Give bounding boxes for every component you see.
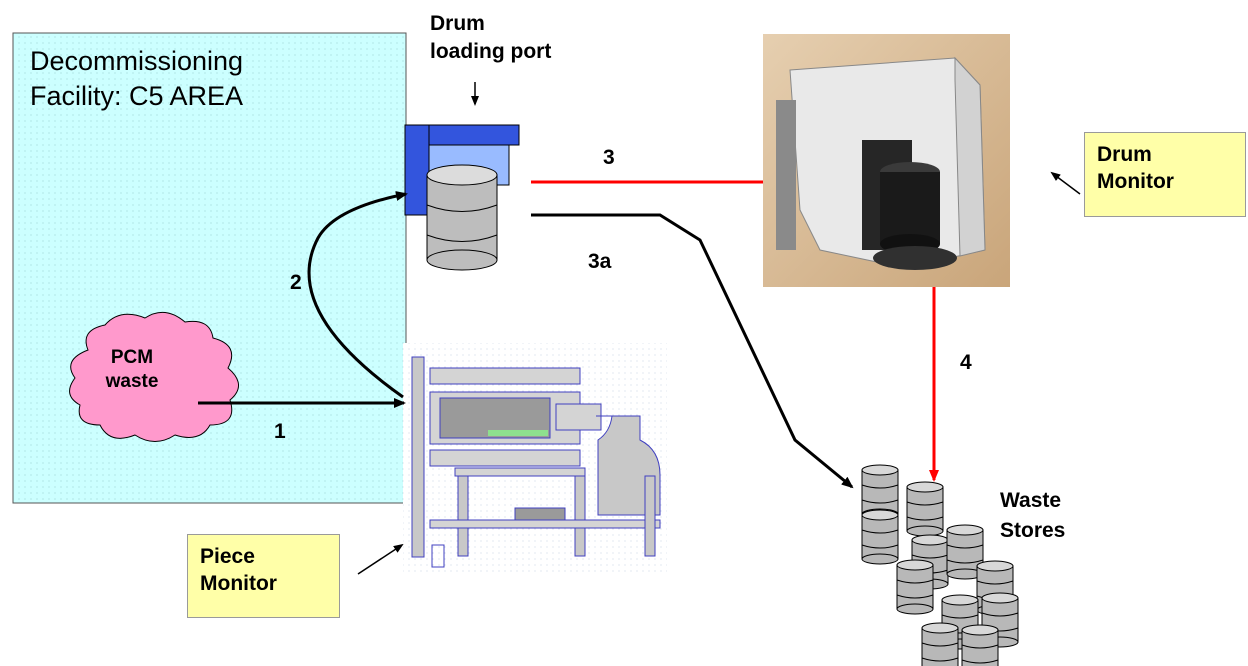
waste-stores-line1: Waste [1000, 489, 1062, 512]
piece-monitor-line1: Piece [200, 545, 255, 568]
piece-monitor-callout: Piece Monitor [187, 534, 340, 618]
step-3a-label: 3a [588, 250, 612, 273]
waste-drum [941, 594, 979, 650]
drum-monitor-line1: Drum [1097, 143, 1152, 166]
pcm-waste-label: PCM waste [82, 346, 182, 394]
step-3-label: 3 [603, 146, 615, 169]
waste-stores-label: Waste Stores [1000, 486, 1065, 546]
waste-stores-drums [861, 464, 1019, 666]
route-3a-arrow [531, 213, 854, 489]
piece-monitor-image [403, 343, 667, 572]
drum-loading-port-label: Drum loading port [430, 10, 551, 66]
drum-monitor-pointer-arrow [1050, 171, 1081, 195]
waste-drum [906, 481, 944, 537]
pcm-waste-line2: waste [105, 371, 159, 392]
step-2-label: 2 [290, 271, 302, 294]
route-2-arrow [307, 191, 408, 399]
step-4-label: 4 [960, 351, 972, 374]
drum-monitor-image [763, 34, 1010, 287]
drum-loading-port-image [404, 124, 520, 271]
waste-stores-line2: Stores [1000, 519, 1066, 542]
port-label-line2: loading port [430, 40, 552, 63]
waste-drum [961, 624, 999, 666]
step-1-label: 1 [274, 420, 286, 443]
pcm-waste-cloud [69, 311, 239, 442]
waste-drum [861, 509, 899, 565]
port-label-line1: Drum [430, 12, 485, 35]
facility-title: Decommissioning Facility: C5 AREA [30, 44, 243, 114]
waste-drum [921, 622, 959, 666]
facility-title-line1: Decommissioning [30, 46, 244, 76]
piece-monitor-line2: Monitor [200, 572, 277, 595]
drum-monitor-callout: Drum Monitor [1084, 132, 1246, 217]
drum-monitor-line2: Monitor [1097, 170, 1174, 193]
facility-title-line2: Facility: C5 AREA [30, 81, 244, 111]
pcm-waste-line1: PCM [110, 347, 154, 368]
waste-drum [896, 559, 934, 615]
piece-monitor-pointer-arrow [357, 543, 404, 575]
